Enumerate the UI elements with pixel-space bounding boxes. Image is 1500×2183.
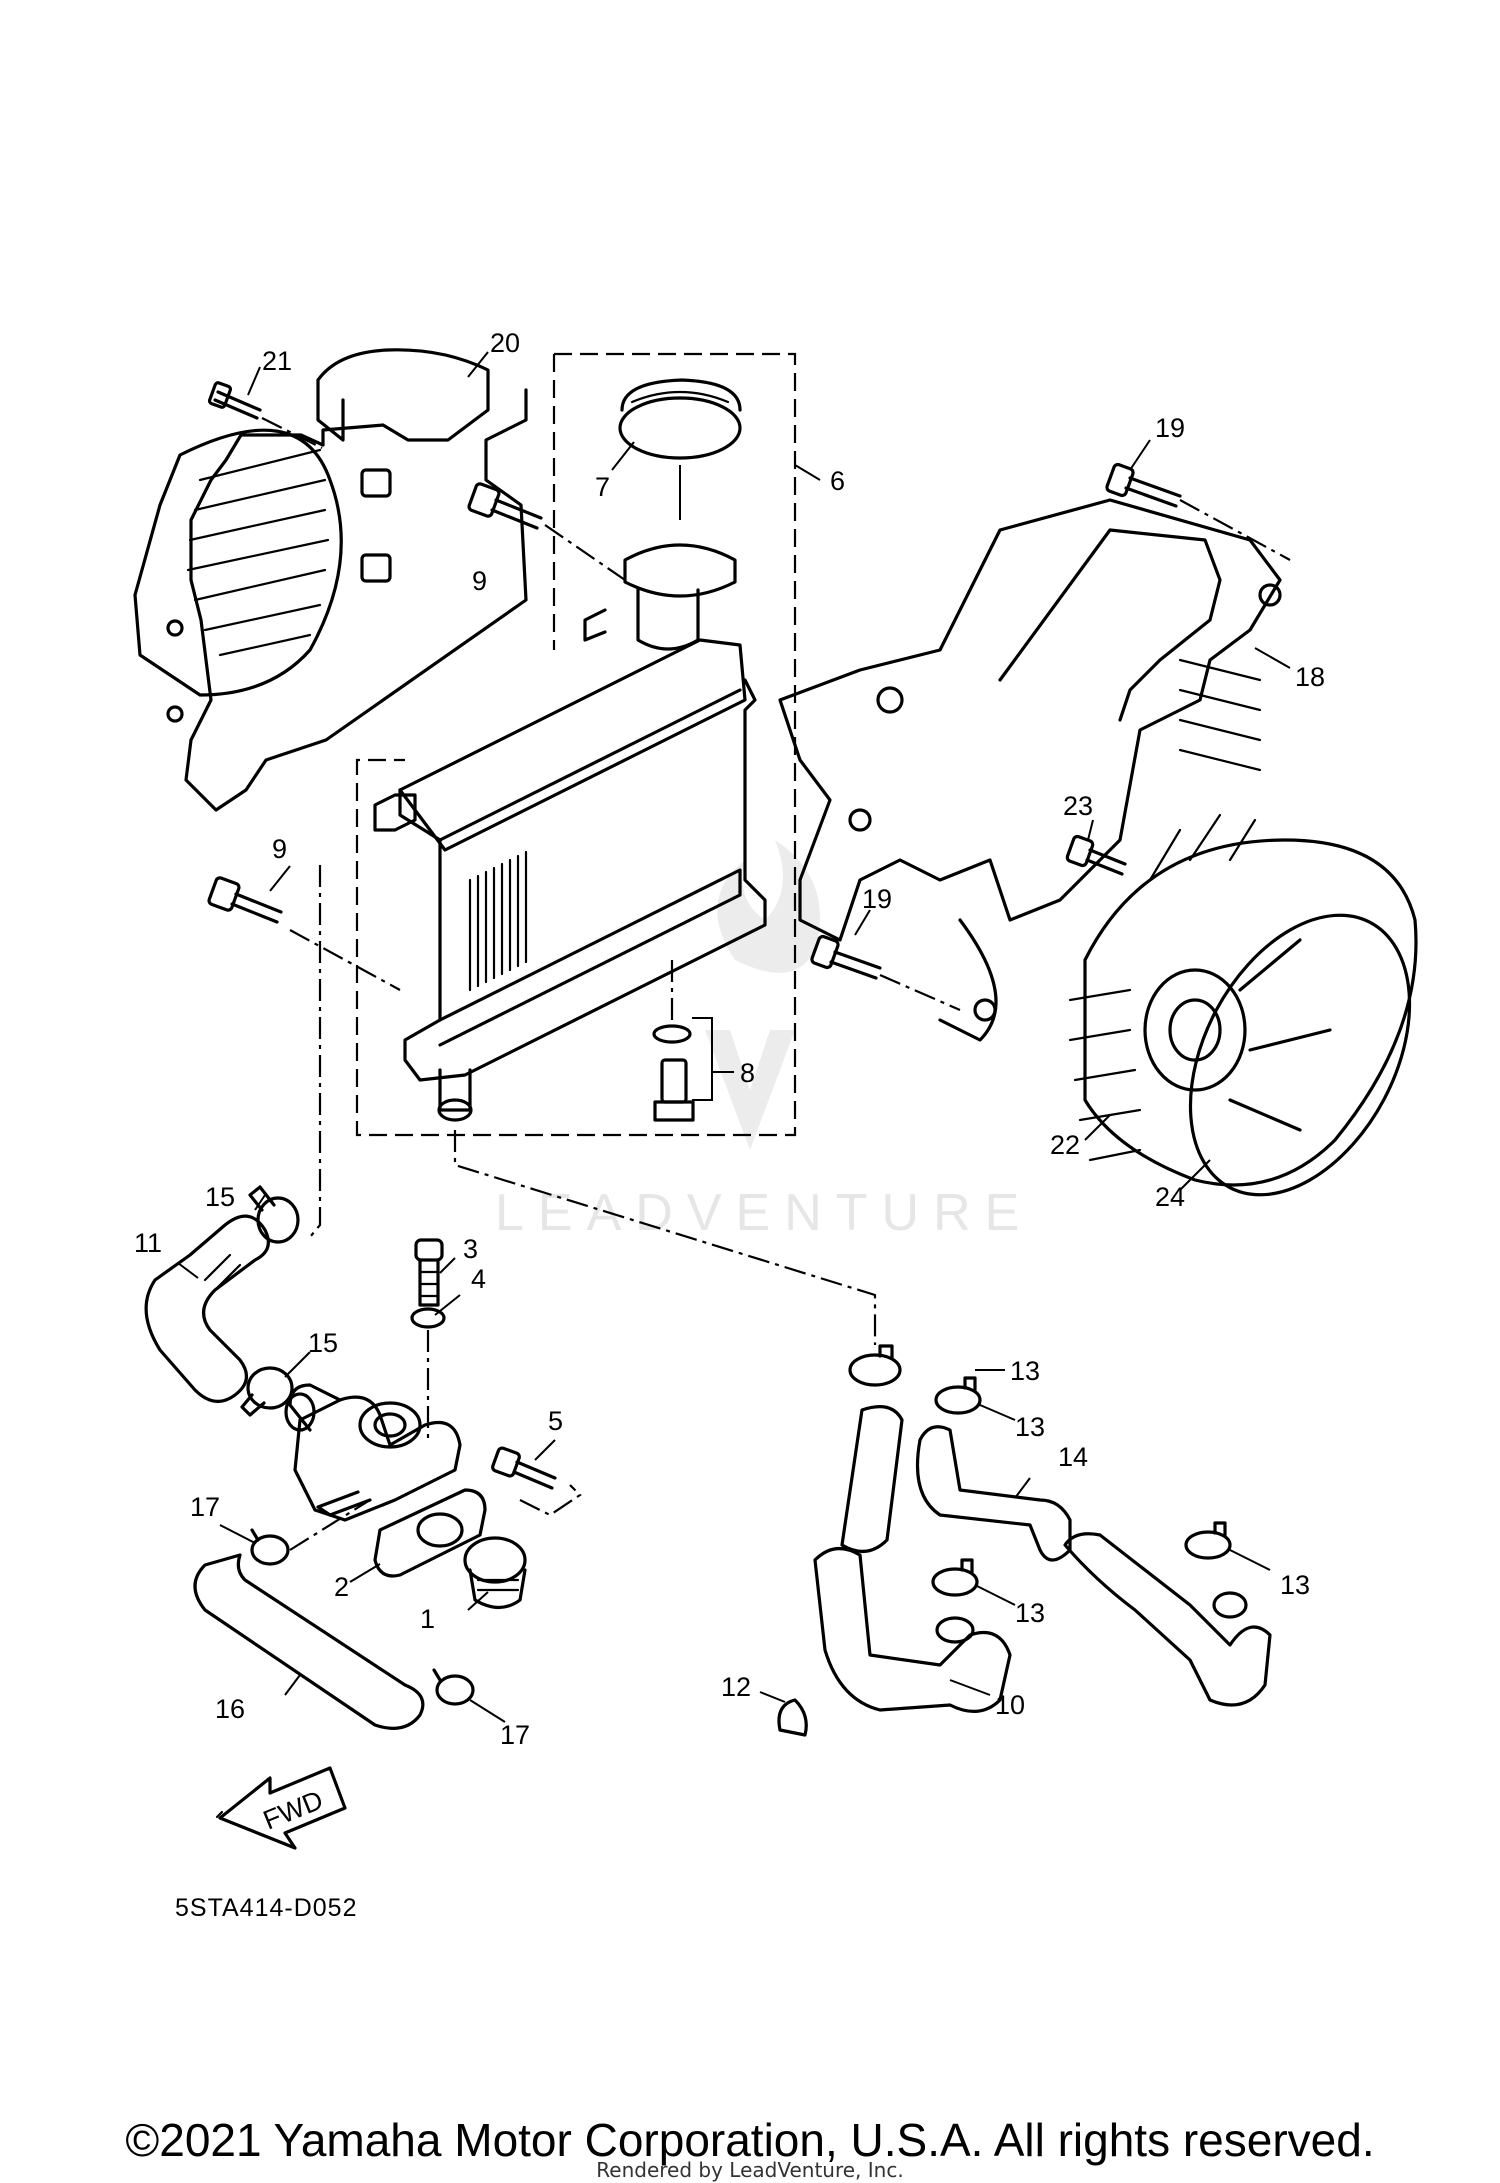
callout-9-lower: 9 — [272, 834, 287, 864]
washer-part-4 — [410, 1307, 446, 1329]
clamp-part-15-lower — [240, 1366, 294, 1417]
hose-part-10 — [813, 1405, 1012, 1713]
clip-part-12 — [777, 1698, 808, 1737]
callout-20: 20 — [490, 328, 520, 358]
radiator-assembly-box — [355, 352, 797, 1137]
callout-13-b: 13 — [1015, 1412, 1045, 1442]
diagram-code: 5STA414-D052 — [175, 1894, 358, 1922]
callout-19-lower: 19 — [862, 884, 892, 914]
leadventure-watermark: LEADVENTURE — [495, 840, 1033, 1242]
forward-arrow: FWD — [215, 1766, 347, 1850]
callout-23: 23 — [1063, 791, 1093, 821]
callout-18: 18 — [1295, 662, 1325, 692]
clamp-part-15-upper — [248, 1185, 300, 1244]
callout-3: 3 — [463, 1234, 478, 1264]
clamp-part-13-c — [931, 1558, 979, 1597]
clamp-part-13-a — [848, 1344, 902, 1387]
bolt-part-3 — [414, 1238, 444, 1307]
clamp-part-17-upper — [250, 1528, 290, 1566]
callout-14: 14 — [1058, 1442, 1088, 1472]
clamp-part-17-lower — [432, 1668, 475, 1706]
callout-13-c: 13 — [1015, 1598, 1045, 1628]
bolt-part-23 — [1065, 834, 1127, 876]
radiator-cap-part-7 — [611, 378, 742, 471]
callout-16: 16 — [215, 1694, 245, 1724]
radiator-part-6 — [373, 543, 767, 1122]
gasket-part-2 — [373, 1488, 487, 1578]
thermostat-part-1 — [463, 1536, 527, 1610]
callout-13-d: 13 — [1280, 1570, 1310, 1600]
radiator-cover-part-20 — [133, 348, 528, 812]
hose-route-line-upper — [309, 865, 322, 1238]
callout-17-upper: 17 — [190, 1492, 220, 1522]
callout-6: 6 — [830, 466, 845, 496]
clamp-part-13-d — [1184, 1521, 1232, 1560]
callout-22: 22 — [1050, 1130, 1080, 1160]
callout-8: 8 — [740, 1058, 755, 1088]
callout-4: 4 — [471, 1264, 486, 1294]
callout-5: 5 — [548, 1406, 563, 1436]
thermostat-housing — [284, 1383, 462, 1522]
callout-15-lower: 15 — [308, 1328, 338, 1358]
callout-leaders — [177, 351, 1291, 1723]
bolt-part-9-upper — [467, 482, 626, 581]
callout-11: 11 — [134, 1228, 162, 1258]
callout-10: 10 — [995, 1690, 1025, 1720]
watermark-text: LEADVENTURE — [495, 1184, 1033, 1242]
callout-7: 7 — [595, 472, 610, 502]
screw-part-21 — [207, 366, 323, 449]
callout-19-upper: 19 — [1155, 413, 1185, 443]
copyright-notice: ©2021 Yamaha Motor Corporation, U.S.A. A… — [125, 2114, 1375, 2166]
hose-route-line-lower — [453, 1130, 877, 1345]
drain-bolt-part-8 — [652, 960, 734, 1122]
bolt-part-19-upper — [1105, 462, 1291, 561]
bolt-part-9-lower — [207, 876, 401, 991]
bolt-part-19-lower — [810, 934, 961, 1012]
callout-13-a: 13 — [1010, 1356, 1040, 1386]
callout-2: 2 — [334, 1572, 349, 1602]
rendered-by-notice: Rendered by LeadVenture, Inc. — [596, 2158, 904, 2182]
hose-part-14 — [915, 1425, 1272, 1707]
callout-9-upper: 9 — [472, 566, 487, 596]
bolt-part-5 — [491, 1446, 582, 1517]
engine-shroud-part-18 — [778, 498, 1282, 1042]
hose-part-11 — [144, 1214, 270, 1403]
callout-1: 1 — [420, 1604, 435, 1634]
o-ring-part-24 — [1188, 913, 1412, 1197]
callout-15-upper: 15 — [205, 1182, 235, 1212]
callout-17-lower: 17 — [500, 1720, 530, 1750]
callout-12: 12 — [721, 1672, 751, 1702]
callout-21: 21 — [262, 346, 292, 376]
hose-part-16 — [193, 1499, 425, 1730]
clamp-part-13-b — [934, 1376, 982, 1415]
callout-24: 24 — [1155, 1182, 1185, 1212]
